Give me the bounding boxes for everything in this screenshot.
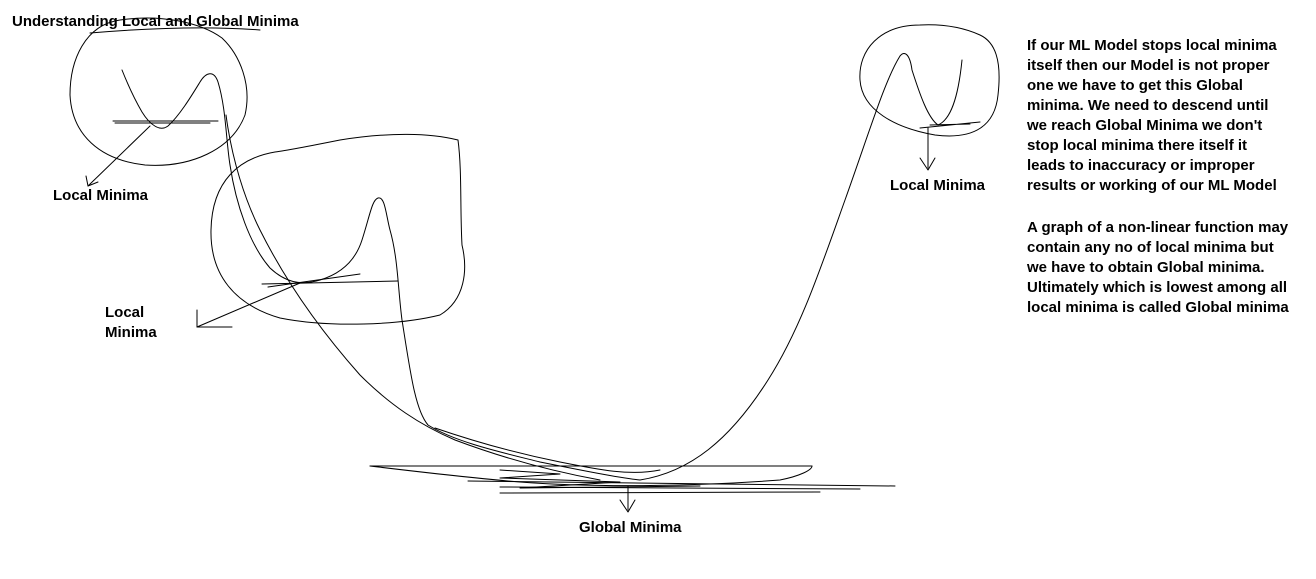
local-minima-label-middle: Local Minima [105, 304, 157, 341]
diagram-title: Understanding Local and Global Minima [12, 13, 299, 30]
local-minima-label-right: Local Minima [890, 177, 986, 194]
global-minima-label: Global Minima [579, 519, 682, 536]
global-minimum-marker [369, 427, 896, 494]
highlight-circle-right [859, 24, 1000, 137]
explanation-note-1: If our ML Model stops local minima itsel… [1027, 37, 1277, 194]
local-minima-label-left: Local Minima [53, 187, 149, 204]
explanation-note-2: A graph of a non-linear function may con… [1027, 219, 1289, 316]
highlight-circle-middle [210, 133, 466, 325]
function-curve-alt [225, 114, 601, 481]
highlight-circle-left [69, 17, 248, 166]
function-curve [121, 53, 963, 481]
